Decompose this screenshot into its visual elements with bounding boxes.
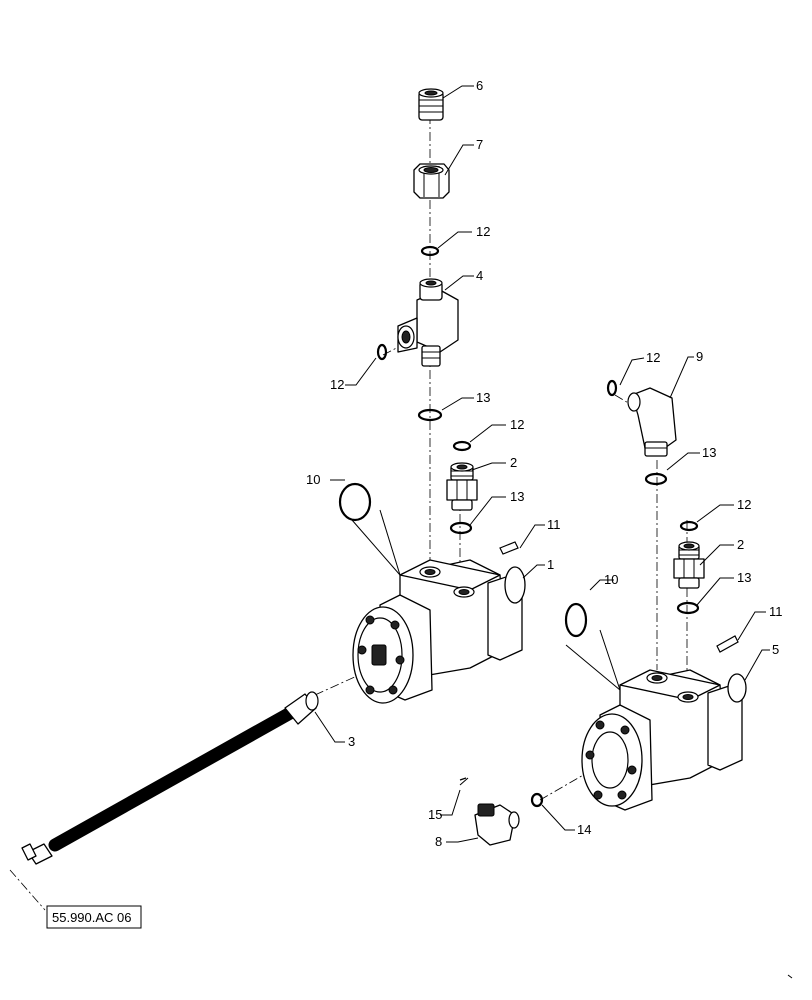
part-4-tee-fitting xyxy=(397,278,459,367)
center-lines xyxy=(9,115,688,911)
callout-13-a: 13 xyxy=(476,390,490,405)
o-ring-13-top xyxy=(417,408,443,422)
part-5-adapter xyxy=(418,88,444,121)
o-ring-10-left xyxy=(338,482,372,522)
part-8-fitting xyxy=(474,803,520,846)
o-ring-10-right xyxy=(564,602,588,638)
stray-mark xyxy=(787,974,793,979)
reference-box[interactable]: 55.990.AC 06 xyxy=(46,905,142,929)
callout-2-b: 2 xyxy=(737,537,744,552)
callout-5: 6 xyxy=(476,78,483,93)
callout-4: 4 xyxy=(476,268,483,283)
callout-10-b: 10 xyxy=(604,572,618,587)
part-11-keys xyxy=(459,541,739,781)
o-ring-12-mid xyxy=(452,440,472,452)
callout-12-c: 12 xyxy=(510,417,524,432)
leader-lines xyxy=(314,85,770,843)
callout-13-b: 13 xyxy=(510,489,524,504)
callout-3: 3 xyxy=(348,734,355,749)
callout-2-a: 2 xyxy=(510,455,517,470)
callout-labels: 6 7 12 4 12 13 12 2 13 11 1 10 3 12 9 13… xyxy=(306,78,783,849)
callout-9: 9 xyxy=(696,349,703,364)
callout-13-c: 13 xyxy=(702,445,716,460)
part-3-hose xyxy=(21,691,319,865)
part-15-pin xyxy=(459,777,469,786)
callout-12-a: 12 xyxy=(476,224,490,239)
callout-14: 14 xyxy=(577,822,591,837)
o-ring-14 xyxy=(530,792,544,808)
callout-15: 15 xyxy=(428,807,442,822)
o-ring-12-right xyxy=(606,379,618,397)
callout-12-e: 12 xyxy=(737,497,751,512)
callout-11-b: 11 xyxy=(769,604,783,619)
callout-11-a: 11 xyxy=(547,517,561,532)
callout-10-a: 10 xyxy=(306,472,320,487)
o-ring-12-top xyxy=(420,245,440,257)
callout-6: 7 xyxy=(476,137,483,152)
motor-1 xyxy=(352,559,526,704)
o-ring-12-right-lower xyxy=(679,520,699,532)
motor-7 xyxy=(581,669,747,811)
part-9-elbow xyxy=(627,387,677,457)
callout-1: 1 xyxy=(547,557,554,572)
part-2-fitting-right xyxy=(673,541,705,589)
callout-7: 5 xyxy=(772,642,779,657)
reference-label: 55.990.AC 06 xyxy=(52,910,132,925)
callout-13-d: 13 xyxy=(737,570,751,585)
o-ring-12-side xyxy=(376,343,388,361)
part-2-fitting-left xyxy=(446,462,478,511)
o-rings xyxy=(338,245,700,808)
o-ring-13-right xyxy=(644,472,668,486)
o-ring-13-mid xyxy=(449,521,473,535)
callout-8: 8 xyxy=(435,834,442,849)
part-6-nut xyxy=(413,163,450,199)
callout-12-d: 12 xyxy=(646,350,660,365)
callout-12-b: 12 xyxy=(330,377,344,392)
o-ring-13-right-lower xyxy=(676,601,700,615)
